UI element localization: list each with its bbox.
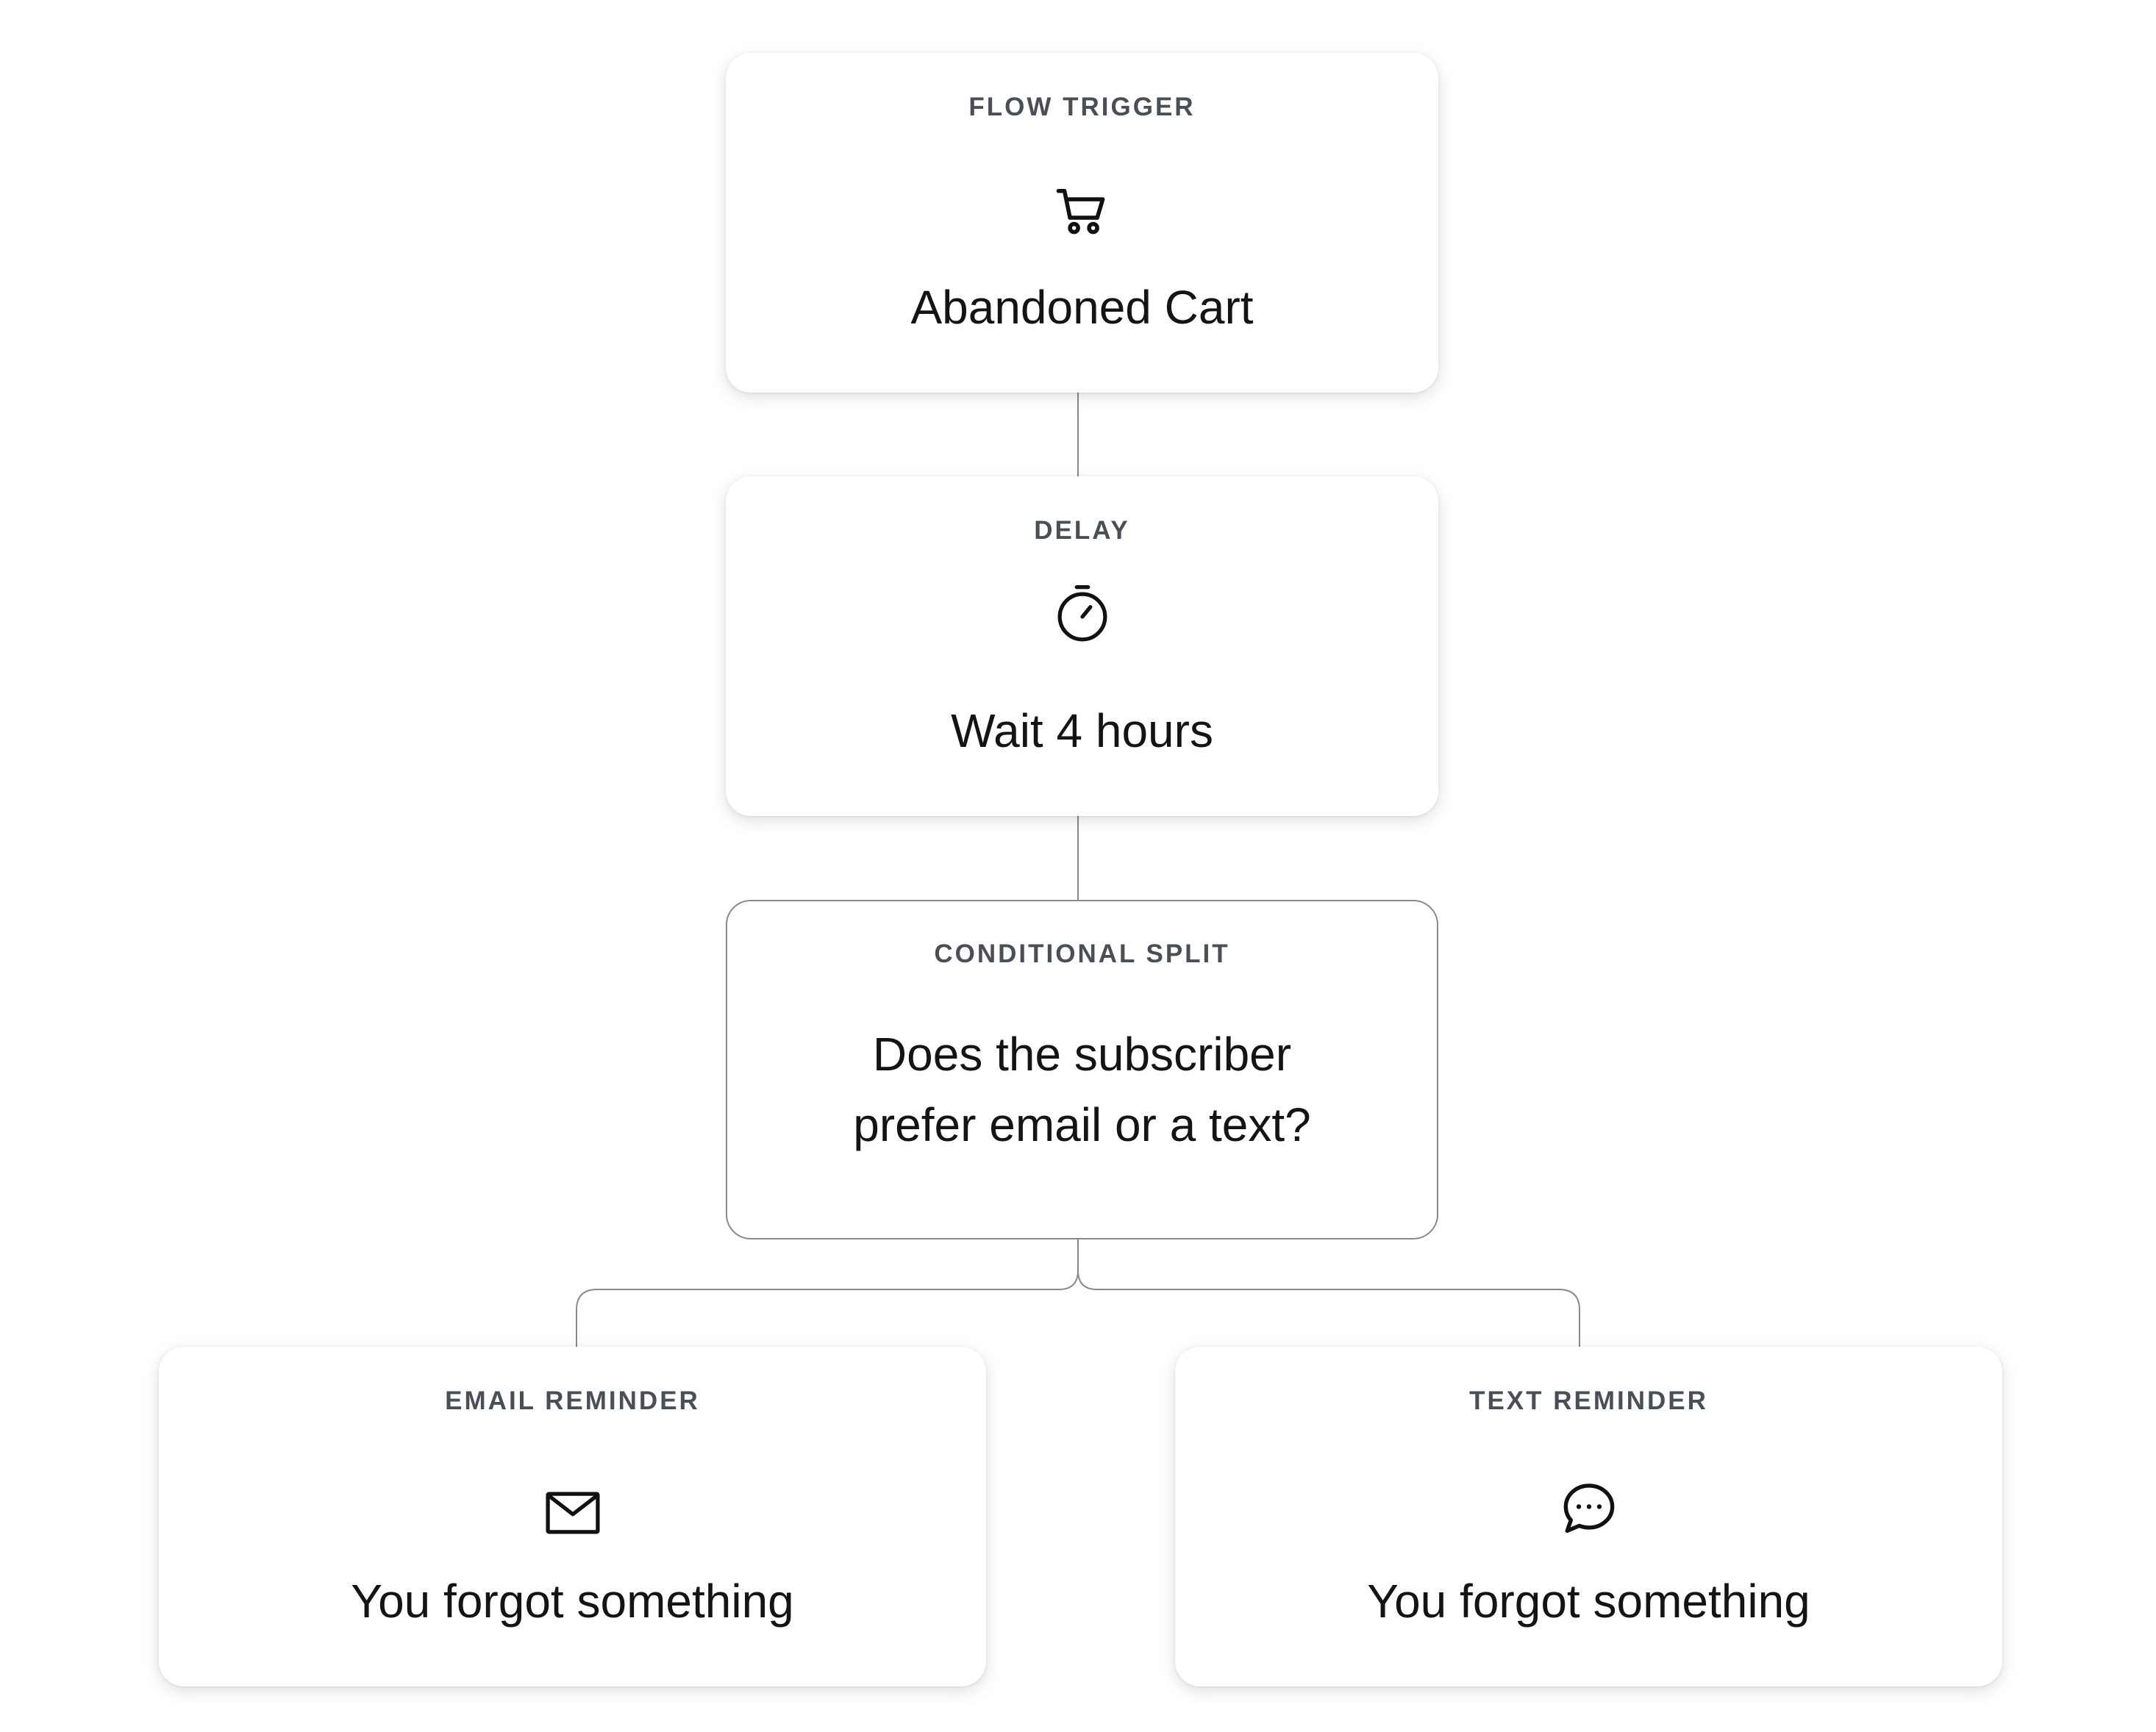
- stopwatch-icon: [1055, 584, 1110, 644]
- connector-split-text: [1077, 1239, 1580, 1347]
- delay-node[interactable]: DELAY Wait 4 hours: [726, 476, 1438, 816]
- node-title: Abandoned Cart: [910, 281, 1254, 334]
- node-type-label: EMAIL REMINDER: [445, 1386, 700, 1415]
- node-type-label: FLOW TRIGGER: [968, 93, 1196, 121]
- node-type-label: TEXT REMINDER: [1469, 1386, 1708, 1415]
- text-reminder-node[interactable]: TEXT REMINDER You forgot something: [1175, 1347, 2002, 1686]
- node-title: You forgot something: [351, 1575, 794, 1628]
- envelope-icon: [545, 1492, 600, 1534]
- node-type-label: CONDITIONAL SPLIT: [934, 940, 1230, 968]
- cart-icon: [1054, 184, 1111, 241]
- node-type-label: DELAY: [1034, 516, 1130, 545]
- conditional-split-node[interactable]: CONDITIONAL SPLIT Does the subscriber pr…: [726, 900, 1438, 1239]
- split-condition-text: Does the subscriber prefer email or a te…: [853, 1028, 1311, 1151]
- email-reminder-node[interactable]: EMAIL REMINDER You forgot something: [159, 1347, 986, 1686]
- connector-split-email: [576, 1239, 1079, 1347]
- chat-bubble-icon: [1561, 1481, 1617, 1536]
- node-title: You forgot something: [1367, 1575, 1810, 1628]
- node-title: Wait 4 hours: [951, 704, 1213, 757]
- flow-trigger-node[interactable]: FLOW TRIGGER Abandoned Cart: [726, 53, 1438, 393]
